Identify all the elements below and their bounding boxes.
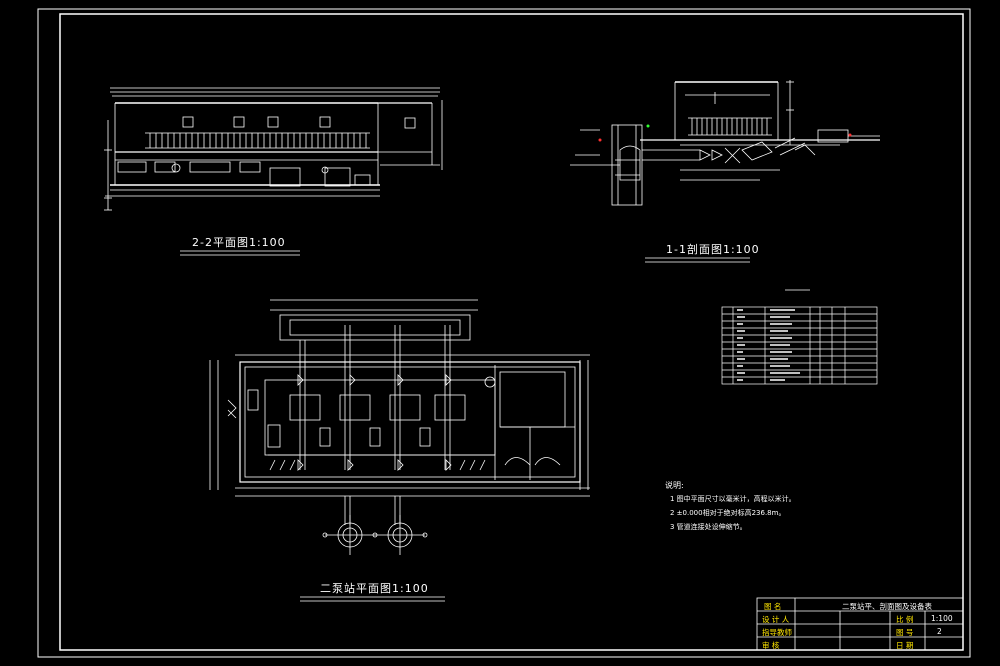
drawing-name: 二泵站平、剖面图及设备表 [842,602,932,611]
note-item: 3 管道连接处设伸缩节。 [670,523,747,531]
section-1-1-title: 1-1剖面图1:100 [666,243,760,256]
inner-frame [59,13,964,651]
section-1-1-drawing [570,80,880,206]
scale-value: 1:100 [931,614,953,623]
section-1-1-title-underline [645,257,750,263]
title-block-grid [756,597,964,651]
number-value: 2 [937,627,942,636]
section-2-2-drawing [104,87,443,211]
scale-label: 比 例 [896,615,914,624]
reviewer-label: 审 核 [762,641,780,650]
drawing-name-label: 图 名 [764,602,782,611]
date-label: 日 期 [896,641,914,650]
plan-title: 二泵站平面图1:100 [320,582,429,595]
notes-heading: 说明: [665,481,684,490]
section-1-1-accents [598,124,852,142]
plan-drawing [209,299,590,555]
note-item: 2 ±0.000相对于绝对标高236.8m。 [670,509,786,517]
note-item: 1 图中平面尺寸以毫米计，高程以米计。 [670,495,796,503]
plan-title-underline [300,596,445,602]
number-label: 图 号 [896,628,914,637]
section-2-2-title-underline [180,250,300,256]
section-2-2-title: 2-2平面图1:100 [192,236,286,249]
outer-frame [37,8,971,658]
designer-label: 设 计 人 [762,615,790,624]
checker-label: 指导教师 [762,628,792,637]
equipment-table [721,289,878,385]
